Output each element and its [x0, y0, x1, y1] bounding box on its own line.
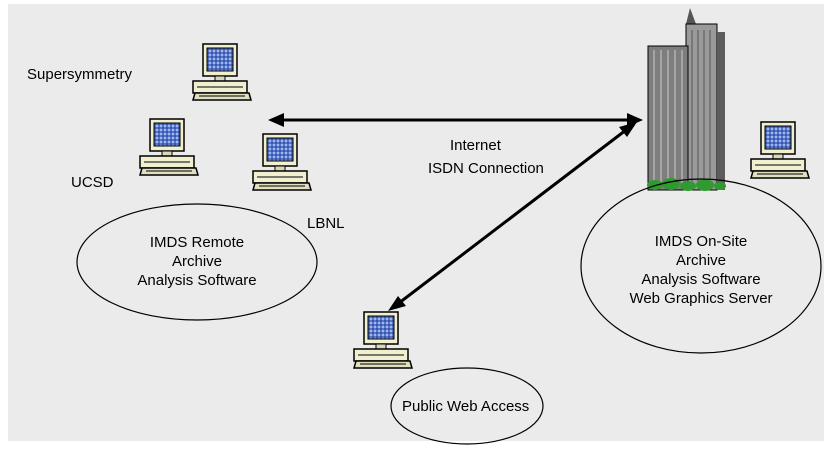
onsite-line-1: IMDS On-Site: [654, 233, 748, 250]
onsite-text: IMDS On-Site Archive Analysis Software W…: [601, 232, 801, 308]
public-access-ellipse: [390, 367, 544, 445]
office-tower-icon: [647, 8, 725, 191]
workstation-icon-onsite: [750, 121, 810, 179]
remote-site-line-3: Analysis Software: [137, 272, 257, 289]
label-lbnl: LBNL: [307, 215, 345, 232]
remote-site-text: IMDS Remote Archive Analysis Software: [97, 233, 297, 290]
onsite-line-4: Web Graphics Server: [629, 290, 773, 307]
internet-link: [268, 113, 643, 127]
isdn-link: [388, 122, 637, 311]
remote-site-line-2: Archive: [171, 253, 223, 270]
label-ucsd: UCSD: [71, 174, 114, 191]
workstation-icon-supersymmetry: [192, 43, 252, 101]
onsite-archive-ellipse: [580, 178, 822, 354]
arrowhead-icon-down: [388, 296, 406, 311]
label-public-web-access: Public Web Access: [402, 398, 530, 415]
label-internet: Internet: [450, 137, 501, 154]
workstation-icon-ucsd: [139, 118, 199, 176]
onsite-line-3: Analysis Software: [641, 271, 761, 288]
workstation-icon-public: [353, 311, 413, 369]
label-supersymmetry: Supersymmetry: [27, 66, 133, 83]
workstation-icon-lbnl: [252, 133, 312, 191]
arrowhead-icon-up: [619, 122, 637, 137]
remote-site-line-1: IMDS Remote: [149, 234, 245, 251]
arrowhead-icon-left: [268, 113, 284, 127]
label-isdn-connection: ISDN Connection: [428, 160, 544, 177]
arrowhead-icon-right: [627, 113, 643, 127]
remote-archive-ellipse: [76, 203, 318, 321]
onsite-line-2: Archive: [675, 252, 727, 269]
